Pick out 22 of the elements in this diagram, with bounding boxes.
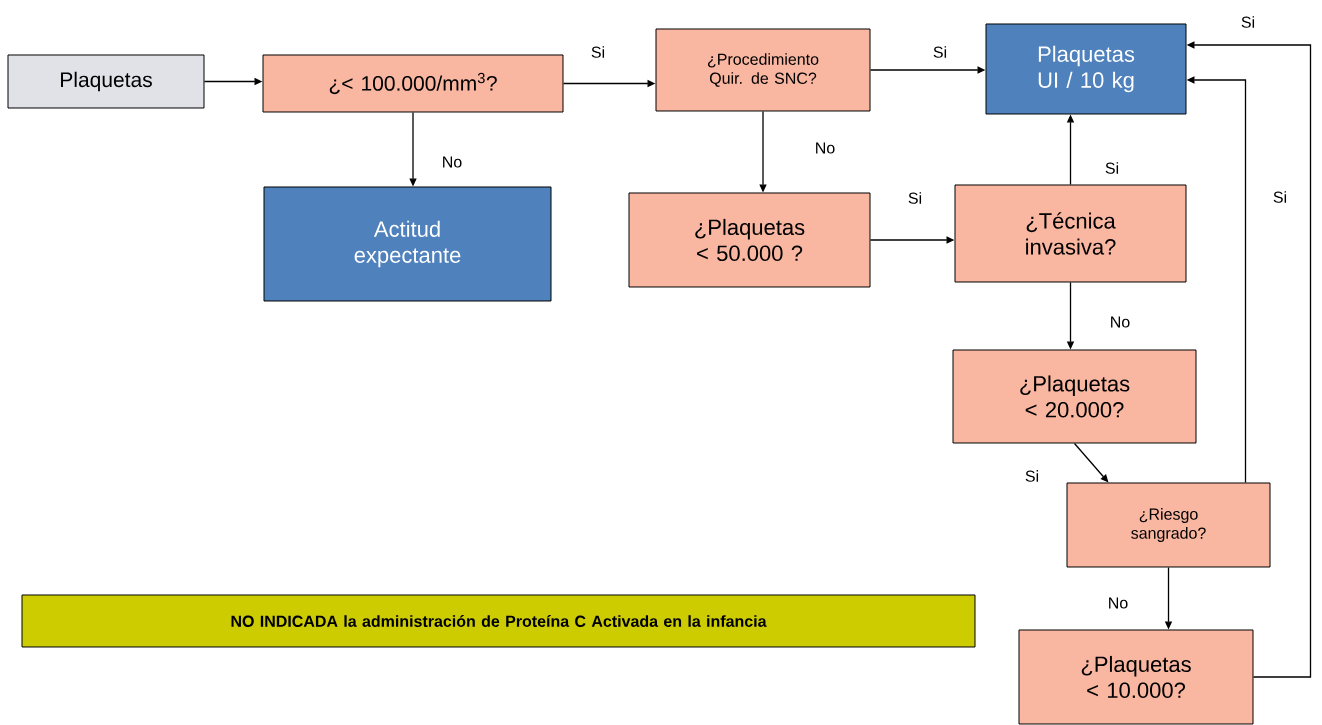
edge-label: No: [443, 156, 462, 168]
edge-label: Si: [1241, 16, 1255, 28]
decision-box: ¿Procedimiento Quir. de SNC?: [655, 28, 871, 112]
edge-label: No: [1109, 597, 1128, 609]
result-box: Plaquetas UI / 10 kg: [985, 23, 1187, 115]
decision-box: ¿< 100.000/mm$^{3}$?: [262, 54, 564, 113]
edge-label: Si: [591, 46, 605, 58]
decision-box: ¿Técnica invasiva?: [954, 184, 1187, 283]
edge-label: Si: [1025, 470, 1039, 482]
start-box: Plaquetas: [7, 54, 205, 109]
note-banner: NO INDICADA la administración de Proteína C Activada en la infancia: [21, 594, 976, 648]
edge-label: Si: [908, 192, 922, 204]
decision-box: ¿Plaquetas < 50.000 ?: [628, 192, 871, 288]
edge-label: No: [1111, 316, 1130, 328]
result-box: Actitud expectante: [263, 186, 552, 302]
edge-label: Si: [1273, 191, 1287, 203]
edge-label: Si: [933, 46, 947, 58]
decision-box: ¿Plaquetas < 10.000?: [1018, 629, 1254, 725]
edge-label: No: [816, 142, 835, 154]
decision-box: ¿Riesgo sangrado?: [1066, 482, 1271, 568]
decision-box: ¿Plaquetas < 20.000?: [952, 349, 1197, 444]
edge-label: Si: [1105, 162, 1119, 174]
